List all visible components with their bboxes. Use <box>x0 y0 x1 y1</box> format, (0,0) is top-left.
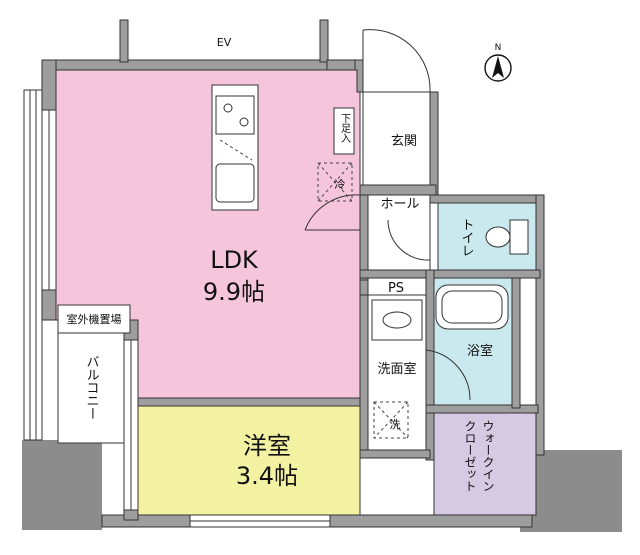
entrance-door-swing <box>362 29 431 93</box>
ldk-name: LDK <box>210 246 259 274</box>
western-size: 3.4帖 <box>236 462 298 490</box>
north-arrow-icon <box>484 54 512 82</box>
bathtub-icon <box>435 284 509 330</box>
fridge-label: 冷 <box>335 178 346 191</box>
shoe-label: 下足入 <box>339 113 351 143</box>
washer-label: 洗 <box>390 418 401 431</box>
wic-room <box>433 412 537 516</box>
ldk-door-swing <box>304 194 361 231</box>
washroom-label: 洗面室 <box>377 361 416 377</box>
balcony-area <box>57 332 125 444</box>
ev-label: EV <box>217 36 232 49</box>
entrance-area <box>362 91 431 186</box>
hall-label: ホール <box>380 197 419 212</box>
sink-icon <box>215 139 255 203</box>
balcony-label: バルコニー <box>84 355 100 420</box>
entrance-label: 玄関 <box>391 134 417 149</box>
western-room <box>137 405 361 516</box>
ac-space <box>57 304 131 334</box>
ldk-size: 9.9帖 <box>203 278 265 306</box>
ac-space-label: 室外機置場 <box>67 312 122 326</box>
washer-space <box>373 401 409 439</box>
stove-icon <box>215 95 255 135</box>
toilet-icon <box>485 219 529 255</box>
north-label: N <box>495 43 502 53</box>
exterior-block-right <box>520 450 622 532</box>
western-name: 洋室 <box>243 432 291 460</box>
ps-label: PS <box>388 281 404 296</box>
toilet-label: トイレ <box>459 218 474 257</box>
hall-area <box>367 194 431 271</box>
hall-door-swing <box>387 219 431 261</box>
washroom-door-swing <box>425 349 471 401</box>
exterior-block-left <box>22 440 102 530</box>
wic-label: ウォークインクローゼット <box>463 420 495 492</box>
bath-label: 浴室 <box>467 343 493 359</box>
ps-box <box>367 277 427 296</box>
wash-basin-icon <box>371 299 423 341</box>
shoe-cabinet <box>333 107 355 155</box>
balcony-rail <box>23 89 43 441</box>
